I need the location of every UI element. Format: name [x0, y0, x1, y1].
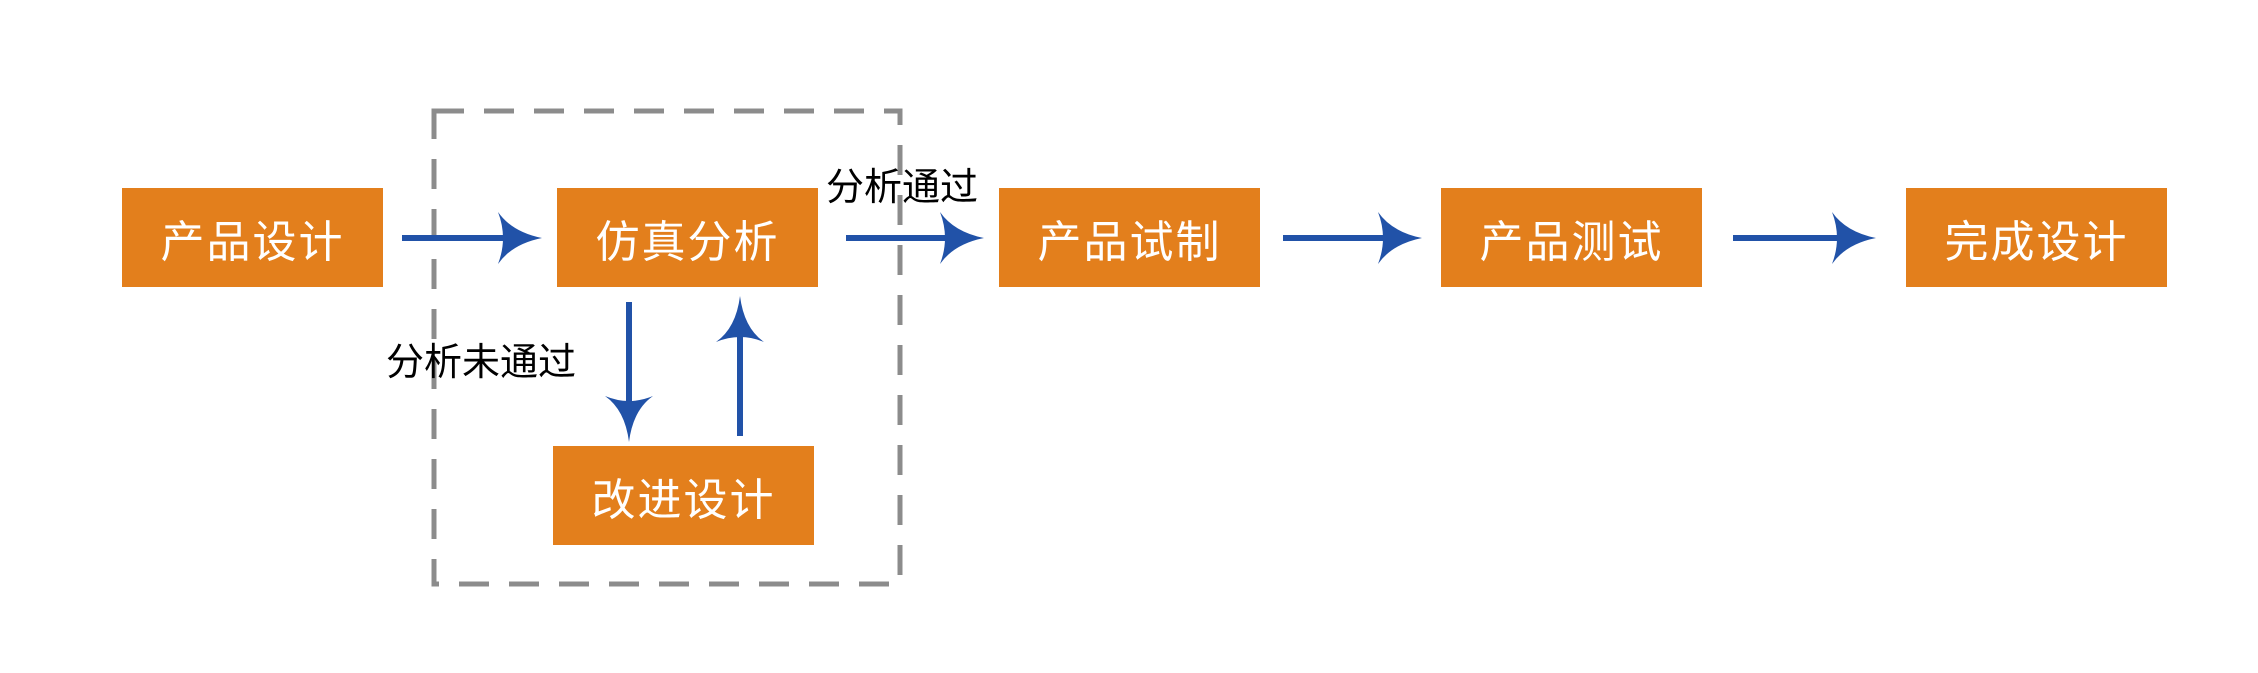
node-product-design-label: 产品设计 [160, 216, 345, 268]
arrow-simulation-to-trial [846, 212, 984, 264]
node-design-complete: 完成设计 [1906, 188, 2167, 287]
arrow-trial-to-test [1283, 212, 1422, 264]
arrow-improve-to-simulation [716, 296, 764, 436]
node-simulation-analysis-label: 仿真分析 [595, 216, 780, 268]
node-improve-design-label: 改进设计 [591, 474, 776, 526]
node-product-trial-label: 产品试制 [1037, 216, 1222, 268]
node-product-design: 产品设计 [122, 188, 383, 287]
node-design-complete-label: 完成设计 [1944, 216, 2129, 268]
edge-label-pass: 分析通过 [826, 165, 979, 209]
edge-label-fail: 分析未通过 [386, 340, 577, 384]
arrow-design-to-simulation [402, 212, 542, 264]
arrow-test-to-complete [1733, 212, 1876, 264]
node-product-test: 产品测试 [1441, 188, 1702, 287]
simulation-loop-frame [431, 108, 903, 587]
node-improve-design: 改进设计 [553, 446, 814, 545]
node-product-trial: 产品试制 [999, 188, 1260, 287]
arrow-simulation-to-improve [605, 302, 653, 442]
node-product-test-label: 产品测试 [1479, 216, 1664, 268]
node-simulation-analysis: 仿真分析 [557, 188, 818, 287]
